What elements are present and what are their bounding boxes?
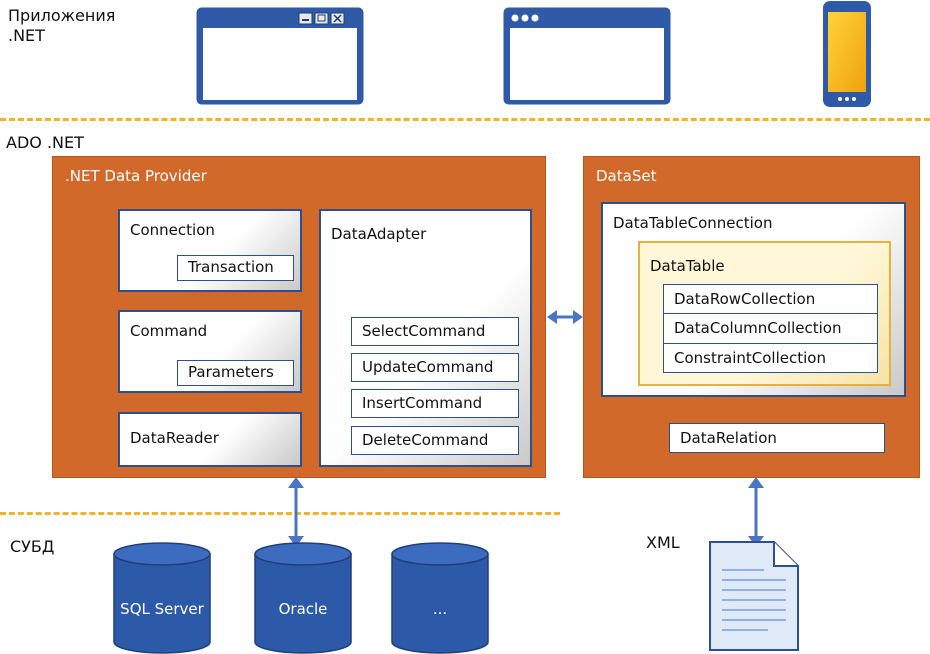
provider-dataset-arrow [547, 310, 583, 324]
sql-server-database-icon: SQL Server [113, 542, 211, 654]
delete-command-box: DeleteCommand [351, 426, 519, 455]
oracle-database-icon: Oracle [254, 542, 352, 654]
select-command-box: SelectCommand [351, 317, 519, 346]
ado-net-label: ADO .NET [6, 133, 84, 152]
desktop-window-icon [196, 7, 364, 105]
transaction-box: Transaction [177, 255, 294, 281]
xml-document-icon [709, 541, 799, 651]
datatable-label: DataTable [650, 257, 725, 275]
dataset-title: DataSet [596, 167, 657, 185]
datacolumn-collection-box: DataColumnCollection [663, 313, 878, 344]
apps-net-label: Приложения .NET [8, 6, 116, 45]
datarelation-box: DataRelation [669, 423, 885, 453]
top-separator [0, 118, 930, 121]
connection-label: Connection [130, 221, 215, 239]
other-database-icon: ... [391, 542, 489, 654]
datareader-label: DataReader [130, 429, 219, 447]
provider-dbms-arrow [288, 477, 304, 547]
dbms-label: СУБД [10, 537, 55, 556]
dataadapter-label: DataAdapter [331, 225, 427, 243]
parameters-box: Parameters [177, 360, 294, 386]
datareader-box: DataReader [118, 412, 302, 467]
bottom-separator [0, 512, 560, 515]
xml-label: XML [646, 533, 680, 552]
sql-server-label: SQL Server [120, 600, 204, 618]
datatable-connection-label: DataTableConnection [613, 214, 773, 232]
browser-window-icon [503, 7, 671, 105]
other-database-label: ... [433, 600, 447, 618]
insert-command-box: InsertCommand [351, 389, 519, 418]
dataset-xml-arrow [748, 477, 764, 547]
constraint-collection-box: ConstraintCollection [663, 343, 878, 373]
update-command-box: UpdateCommand [351, 353, 519, 382]
mobile-phone-icon [823, 1, 871, 107]
datarow-collection-box: DataRowCollection [663, 284, 878, 314]
command-label: Command [130, 322, 208, 340]
oracle-label: Oracle [279, 600, 328, 618]
net-data-provider-title: .NET Data Provider [65, 167, 207, 185]
